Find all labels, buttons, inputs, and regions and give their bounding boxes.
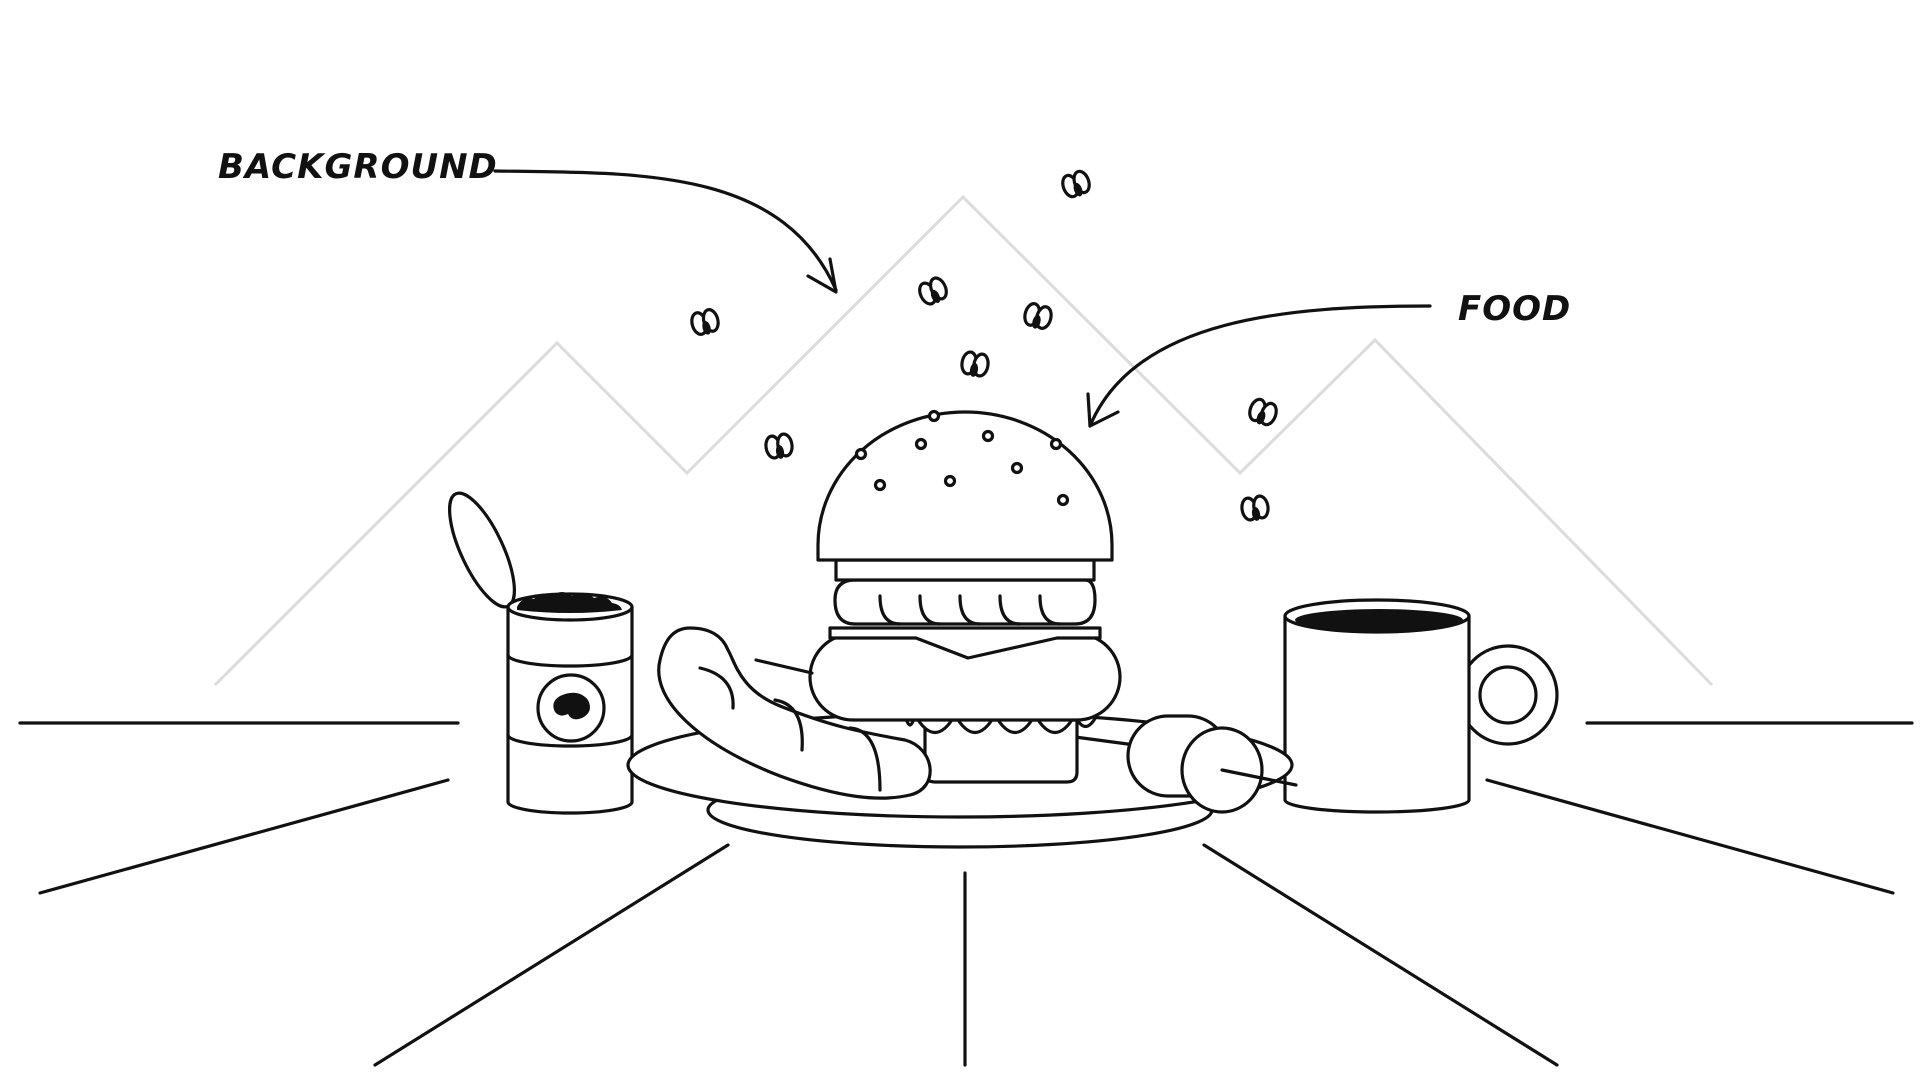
- flies-icon: [690, 169, 1278, 522]
- burger-icon: [808, 409, 1122, 784]
- background-arrow: [493, 169, 838, 292]
- mountains-icon: [213, 194, 1714, 687]
- right-sausage-icon: [1073, 714, 1298, 814]
- table-perspective-lines: [18, 721, 1914, 1067]
- background-annotation: BACKGROUND: [218, 147, 838, 294]
- bean-can-icon: [448, 491, 634, 815]
- food-arrow: [1088, 304, 1432, 428]
- background-arrowhead: [806, 257, 838, 294]
- food-label: FOOD: [1458, 289, 1571, 329]
- background-label: BACKGROUND: [218, 147, 498, 187]
- food-annotation: FOOD: [1086, 289, 1571, 428]
- food-arrowhead: [1086, 392, 1120, 428]
- coffee-mug-icon: [1283, 598, 1559, 814]
- sesame-seeds: [854, 409, 1070, 507]
- left-sausage-icon: [657, 626, 932, 800]
